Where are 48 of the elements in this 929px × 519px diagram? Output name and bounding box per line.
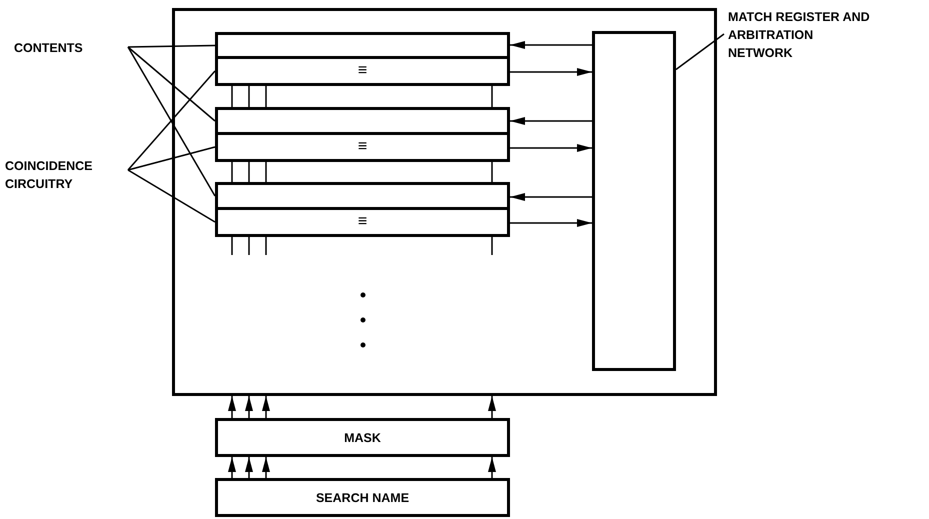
memory-array-box — [172, 8, 717, 396]
bus-line — [248, 237, 250, 255]
arrow — [510, 68, 592, 76]
arrow — [510, 41, 592, 49]
equivalence-symbol: ≡ — [358, 139, 368, 155]
arrow — [228, 457, 236, 478]
arrow — [262, 457, 270, 478]
leader-line — [128, 169, 216, 223]
label-text: SEARCH NAME — [316, 490, 410, 504]
search-name-register-box — [215, 478, 510, 517]
leader-line — [128, 146, 216, 171]
bus-line — [265, 86, 267, 107]
bus-line — [491, 162, 493, 182]
bus-line — [491, 237, 493, 255]
arrow — [245, 457, 253, 478]
arrow — [488, 457, 496, 478]
bus-line — [231, 162, 233, 182]
mask-register-box — [215, 418, 510, 457]
label-text: CONTENTS — [14, 41, 83, 55]
leader-line — [676, 33, 724, 70]
coincidence-box — [215, 132, 510, 162]
arrow — [488, 396, 496, 418]
leader-line — [127, 46, 216, 196]
label-text: COINCIDENCE CIRCUITRY — [5, 159, 93, 191]
label-text: MATCH REGISTER AND ARBITRATION NETWORK — [728, 10, 870, 60]
label-text: MASK — [344, 430, 381, 444]
bus-line — [248, 162, 250, 182]
leader-line — [128, 46, 216, 122]
bus-line — [248, 86, 250, 107]
coincidence-box — [215, 56, 510, 86]
bus-line — [265, 162, 267, 182]
arrow — [510, 117, 592, 125]
leader-line — [128, 44, 216, 48]
bus-line — [491, 86, 493, 107]
arrow — [262, 396, 270, 418]
match-register-box — [592, 31, 676, 371]
leader-line — [127, 70, 216, 170]
equivalence-symbol: ≡ — [358, 63, 368, 79]
arrow — [245, 396, 253, 418]
arrow — [510, 193, 592, 201]
bus-line — [265, 237, 267, 255]
bus-line — [231, 237, 233, 255]
coincidence-box — [215, 207, 510, 237]
arrow — [510, 219, 592, 227]
arrow — [228, 396, 236, 418]
arrow — [510, 144, 592, 152]
equivalence-symbol: ≡ — [358, 214, 368, 230]
bus-line — [231, 86, 233, 107]
